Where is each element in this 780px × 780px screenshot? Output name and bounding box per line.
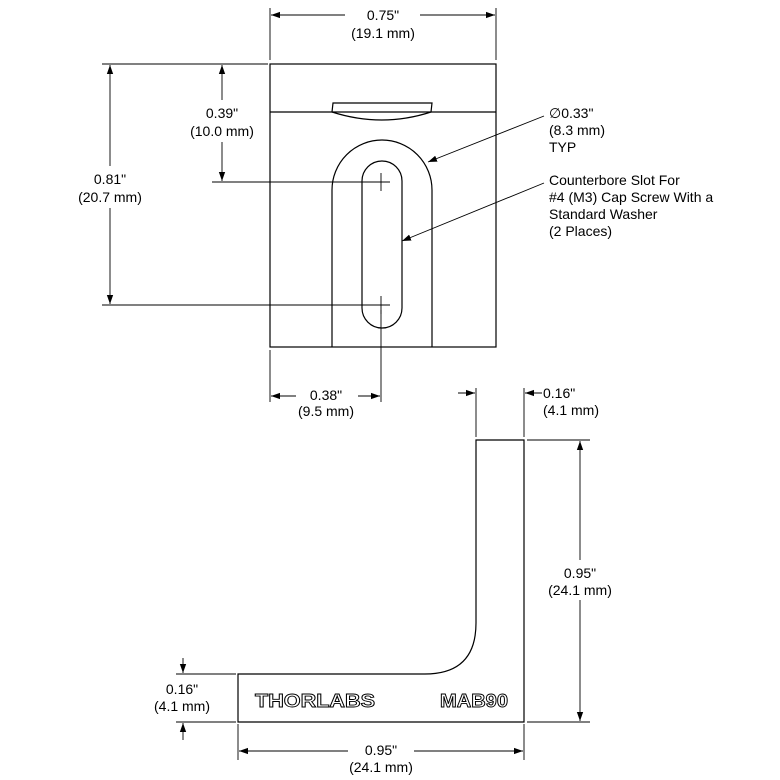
counterbore-slot-outer: [331, 139, 433, 347]
width-dimension: 0.75" (19.1 mm): [269, 7, 497, 60]
slot-callout-line4: (2 Places): [549, 223, 612, 239]
base-dim-in: 0.95": [365, 742, 397, 758]
slot-callout-line3: Standard Washer: [549, 206, 658, 222]
thickness-left-dim-in: 0.16": [166, 681, 198, 697]
slot-callout-line2: #4 (M3) Cap Screw With a: [549, 189, 713, 205]
height-dim-in: 0.81": [94, 171, 126, 187]
base-dimension: 0.95" (24.1 mm): [237, 724, 525, 775]
side-height-dim-mm: (24.1 mm): [548, 582, 612, 598]
thickness-top-dim-mm: (4.1 mm): [543, 402, 599, 418]
side-height-dim-in: 0.95": [564, 565, 596, 581]
slot-start-dim-mm: (10.0 mm): [190, 123, 254, 139]
side-view: THORLABS MAB90 0.16" (4.1 mm) 0.95" (24.…: [154, 385, 612, 775]
diameter-callout-line3: TYP: [549, 139, 576, 155]
brand-logo: THORLABS: [255, 691, 375, 711]
slot-callout: Counterbore Slot For #4 (M3) Cap Screw W…: [401, 172, 713, 242]
diameter-callout-line2: (8.3 mm): [549, 122, 605, 138]
width-dim-in: 0.75": [367, 7, 399, 23]
diameter-callout: ∅0.33" (8.3 mm) TYP: [427, 105, 605, 163]
height-dim-mm: (20.7 mm): [78, 189, 142, 205]
width-dim-mm: (19.1 mm): [351, 25, 415, 41]
side-height-dimension: 0.95" (24.1 mm): [527, 439, 612, 723]
thickness-top-dim-in: 0.16": [543, 385, 575, 401]
thickness-left-dim-mm: (4.1 mm): [154, 698, 210, 714]
diameter-callout-line1: ∅0.33": [549, 105, 593, 121]
height-dimension: 0.81" (20.7 mm): [78, 63, 378, 306]
slot-callout-line1: Counterbore Slot For: [549, 172, 680, 188]
through-slot: [361, 160, 403, 329]
thickness-top-dimension: 0.16" (4.1 mm): [458, 385, 599, 437]
plate-outline: [269, 63, 497, 348]
model-engraving: MAB90: [440, 691, 508, 711]
counterbore-notch: [331, 102, 433, 121]
slot-offset-dimension: 0.38" (9.5 mm): [269, 310, 382, 419]
slot-offset-dim-mm: (9.5 mm): [298, 403, 354, 419]
bracket-profile: [237, 439, 525, 723]
slot-start-dimension: 0.39" (10.0 mm): [190, 65, 378, 183]
base-dim-mm: (24.1 mm): [349, 759, 413, 775]
slot-offset-dim-in: 0.38": [310, 387, 342, 403]
top-view: 0.75" (19.1 mm) 0.39" (10.0 mm) 0.81" (2…: [78, 7, 713, 419]
thickness-left-dimension: 0.16" (4.1 mm): [154, 658, 236, 740]
slot-start-dim-in: 0.39": [206, 105, 238, 121]
